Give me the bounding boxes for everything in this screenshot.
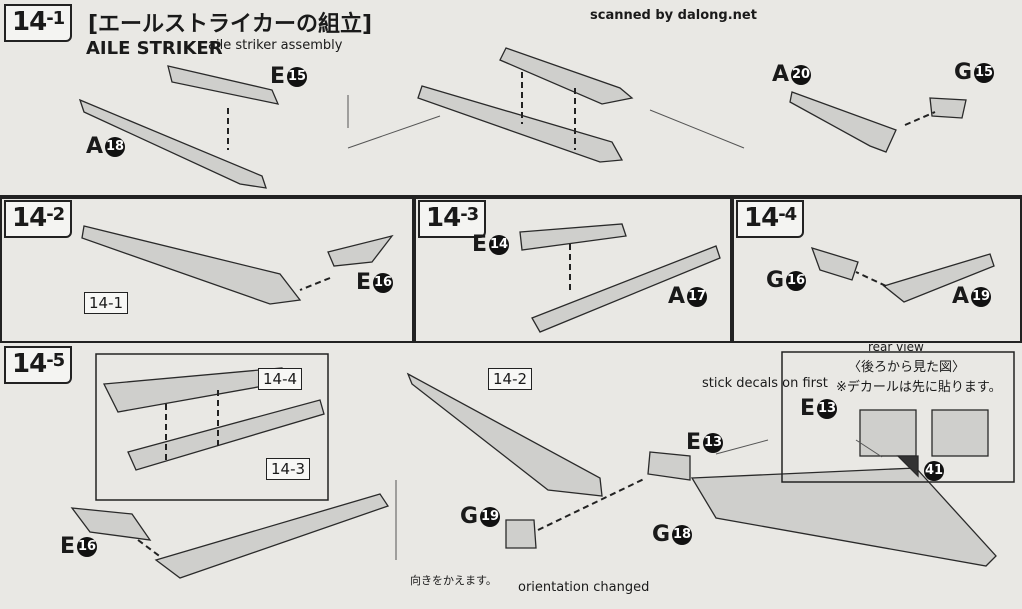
g15-part (929, 97, 967, 119)
rear-view-box (781, 351, 1015, 483)
e16-part (327, 234, 394, 267)
e13-part (647, 451, 691, 481)
a19-part (882, 253, 995, 303)
e16-wing-part (70, 507, 152, 541)
rear-view-en: rear view (868, 340, 924, 354)
panel-14-2 (0, 197, 414, 343)
panel-14-1 (0, 0, 1022, 197)
subtitle: aile striker assembly (208, 38, 343, 53)
ref-step-box: 14-1 (84, 292, 129, 314)
e14-part (519, 223, 627, 251)
wing-base-part (417, 85, 624, 163)
decal-41-mark (896, 455, 919, 478)
a20-part (789, 91, 897, 153)
inset-box (95, 353, 329, 501)
wing-14-2-large (406, 372, 603, 497)
decal-first-en: stick decals on first (702, 376, 828, 391)
ref-step-box: 14-2 (488, 368, 533, 390)
g16-part (810, 246, 859, 281)
decal-label: 41 (922, 458, 944, 483)
decal-first-jp: ※デカールは先に貼ります。 (836, 380, 1002, 395)
title-jp: [エールストライカーの組立] (88, 12, 373, 37)
step-badge-14-3: 14-3 (418, 200, 487, 238)
step-badge-14-2: 14-2 (4, 200, 73, 238)
panel-14-3 (414, 197, 732, 343)
wing-assembly (154, 493, 390, 579)
arrow-path (299, 277, 331, 291)
orientation-jp: 向きをかえます。 (410, 574, 497, 587)
ref-step-box: 14-4 (258, 368, 303, 390)
step-badge-14-1: 14-1 (4, 4, 73, 42)
wing-14-2 (81, 225, 302, 305)
arrow-path (855, 271, 887, 287)
arrow-path (137, 539, 163, 559)
panel-14-4 (732, 197, 1022, 343)
scan-credit: scanned by dalong.net (590, 8, 757, 23)
wing-part (78, 98, 267, 189)
title-en: AILE STRIKER (86, 38, 223, 59)
rear-view-jp: 〈後ろから見た図〉 (848, 360, 966, 375)
main-wing (690, 467, 997, 567)
upper-arm-part (499, 47, 634, 105)
thruster-right (931, 409, 989, 457)
step-badge-14-4: 14-4 (736, 200, 805, 238)
step-badge-14-5: 14-5 (4, 346, 73, 384)
ref-step-box: 14-3 (266, 458, 311, 480)
arrow-path (904, 111, 936, 126)
flap-part (167, 65, 280, 105)
thruster-left (859, 409, 917, 457)
a17-part (531, 245, 721, 333)
orientation-en: orientation changed (518, 580, 650, 595)
wing-14-3 (127, 399, 325, 471)
g19-part (505, 519, 537, 549)
